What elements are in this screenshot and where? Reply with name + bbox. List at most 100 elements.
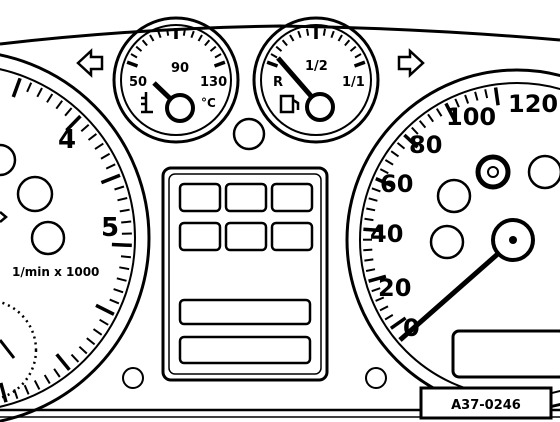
speedometer-label-100: 100 [446, 103, 496, 131]
tick-mark [80, 123, 90, 133]
tick-mark [349, 45, 357, 52]
tick-mark [464, 94, 470, 104]
speedometer-needle [398, 250, 502, 342]
tick-mark [78, 345, 88, 355]
tick-mark [375, 296, 385, 302]
tick-mark [306, 28, 310, 36]
fuel-label-reserve: R [273, 75, 283, 90]
tick-mark [55, 353, 71, 371]
turn-left-arrow-icon [76, 48, 104, 78]
tick-mark [120, 255, 132, 259]
odometer-display [451, 329, 560, 379]
tick-mark [209, 45, 217, 52]
tick-mark [322, 28, 326, 36]
tick-mark [94, 142, 104, 150]
tick-mark [119, 266, 130, 271]
tick-mark [266, 60, 279, 68]
tick-mark [427, 113, 435, 123]
coolant-temperature-icon [141, 92, 153, 114]
tick-mark [13, 388, 19, 400]
temperature-label-130: 130 [200, 75, 227, 90]
tick-mark [364, 217, 374, 222]
tick-mark [379, 168, 389, 175]
warning-lamp-bottom-left [122, 367, 144, 389]
display-indicator-cell [224, 182, 268, 213]
temperature-gauge: 50 90 130 °C [112, 16, 240, 144]
tick-mark [368, 274, 387, 283]
tick-mark [213, 60, 226, 68]
tick-mark [121, 220, 132, 224]
tick-mark [354, 53, 362, 59]
display-indicator-cell [270, 221, 314, 252]
tick-mark [390, 150, 400, 158]
fuel-pump-icon [279, 94, 300, 114]
tick-mark [113, 288, 124, 294]
tick-mark [95, 303, 115, 316]
tachometer-lamp-3 [30, 220, 66, 256]
tick-mark [23, 384, 30, 395]
tick-mark [36, 87, 43, 98]
tick-mark [100, 173, 121, 185]
tick-mark [389, 316, 407, 330]
tick-mark [182, 28, 186, 36]
display-indicator-cell [224, 221, 268, 252]
tick-mark [204, 39, 211, 47]
tachometer-lamp-2 [16, 175, 54, 213]
tick-mark [384, 159, 394, 166]
tick-mark [53, 368, 61, 378]
tick-mark [435, 108, 443, 117]
tick-mark [130, 53, 138, 59]
tick-mark [100, 152, 111, 160]
tick-mark [281, 39, 288, 47]
tick-mark [43, 374, 51, 385]
temperature-needle-hub [165, 93, 195, 123]
clock-dial [0, 300, 38, 400]
warning-lamp-center-top [232, 117, 266, 151]
tick-mark [65, 114, 82, 132]
tick-mark [363, 248, 373, 252]
tick-mark [0, 382, 8, 403]
speedometer-label-40: 40 [370, 220, 403, 248]
tick-mark [116, 277, 127, 282]
fuel-needle-hub [305, 92, 335, 122]
fuel-gauge: R 1/2 1/1 [252, 16, 380, 144]
tick-mark [92, 328, 103, 336]
tick-mark [371, 287, 381, 293]
tick-mark [344, 39, 351, 47]
tick-mark [70, 353, 80, 363]
tick-mark [149, 34, 155, 42]
tachometer-ticks [0, 77, 132, 403]
tick-mark [418, 120, 427, 129]
tick-mark [337, 34, 343, 42]
fuel-gauge-ticks [266, 28, 366, 68]
tick-mark [197, 34, 203, 42]
temperature-label-50: 50 [129, 75, 147, 90]
tick-mark [11, 77, 22, 98]
tick-mark [214, 53, 222, 59]
tick-mark [375, 176, 393, 188]
figure-code-box: A37-0246 [419, 386, 553, 420]
clock-hand [0, 339, 16, 359]
tick-mark [46, 93, 54, 103]
speedometer-label-80: 80 [409, 131, 442, 159]
tick-mark [105, 163, 116, 170]
display-indicator-cell [178, 182, 222, 213]
tick-mark [111, 242, 132, 248]
temperature-gauge-ticks [126, 28, 226, 68]
speedometer-lamp-3 [527, 154, 560, 190]
speedometer-lamp-1 [436, 178, 472, 214]
speedometer-ticks [363, 87, 500, 330]
tachometer-bracket-mark [0, 211, 8, 223]
tick-mark [117, 197, 128, 202]
fuel-label-full: 1/1 [342, 75, 365, 90]
tick-mark [64, 107, 73, 117]
speedometer-needle-pin [509, 236, 517, 244]
tick-mark [126, 60, 139, 68]
tick-mark [353, 60, 366, 68]
tick-mark [33, 380, 41, 390]
speedometer-ring-lamp [475, 154, 511, 190]
tick-mark [190, 30, 195, 39]
tick-mark [365, 268, 376, 272]
center-display-panel [161, 166, 329, 382]
